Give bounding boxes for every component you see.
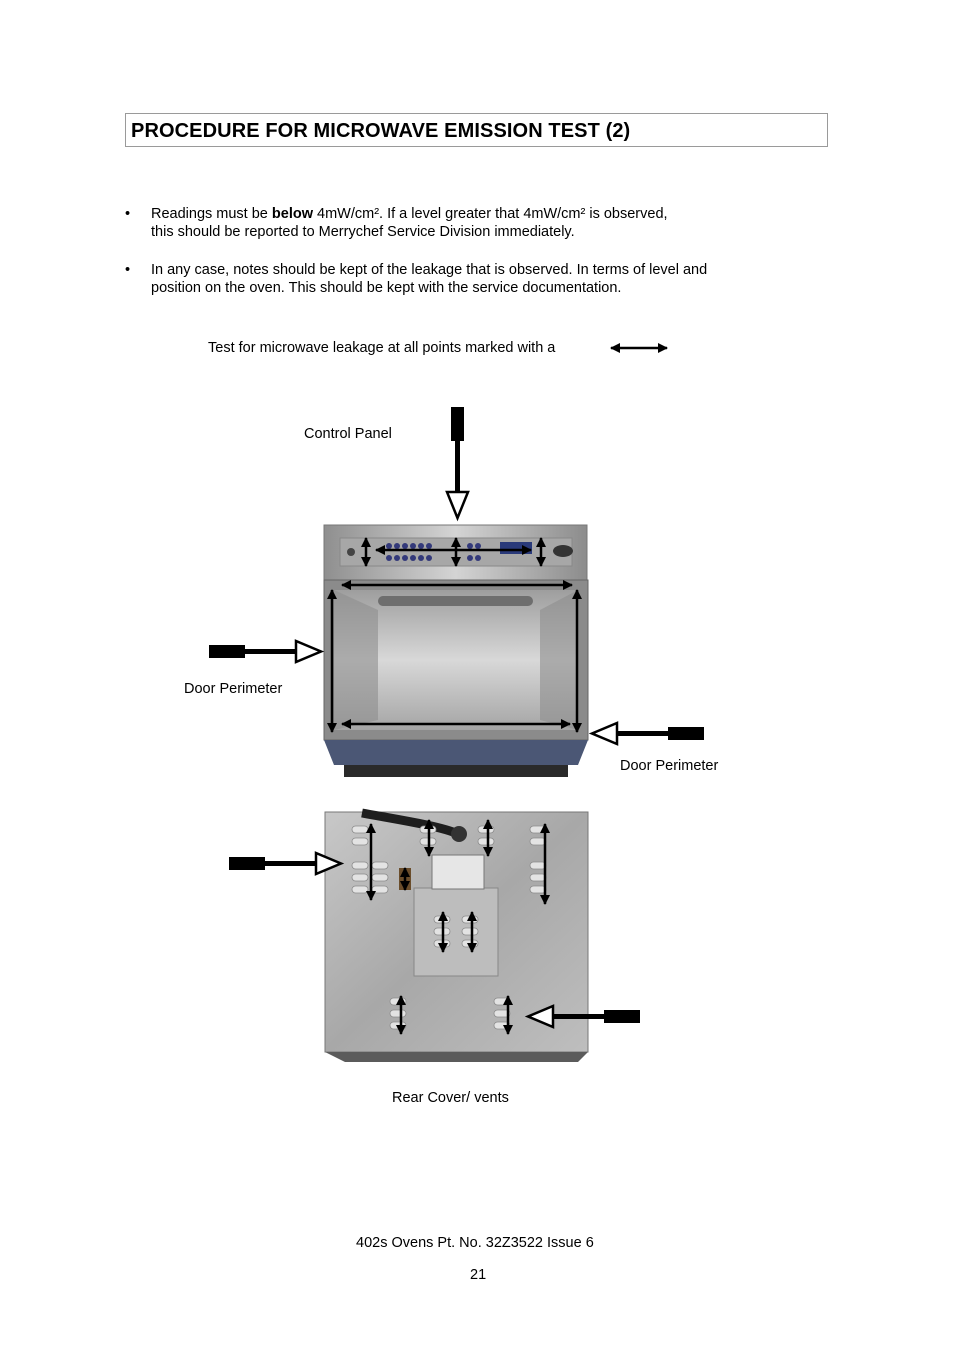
- rear-cover-label: Rear Cover/ vents: [392, 1090, 509, 1106]
- door-perimeter-label-left: Door Perimeter: [184, 681, 283, 697]
- bullet-item-notes: • In any case, notes should be kept of t…: [125, 261, 708, 297]
- bullet-line: position on the oven. This should be kep…: [151, 280, 622, 296]
- bullet-marker: •: [125, 262, 131, 278]
- bullet-item-readings: • Readings must be below 4mW/cm². If a l…: [125, 205, 668, 241]
- instruction-text: Test for microwave leakage at all points…: [208, 340, 556, 356]
- door-perimeter-pointer-arrow-left-icon: [209, 639, 325, 664]
- page-title: PROCEDURE FOR MICROWAVE EMISSION TEST (2…: [131, 120, 631, 142]
- bullet-text: 4mW/cm². If a level greater that 4mW/cm²…: [313, 206, 668, 222]
- door-perimeter-label-right: Door Perimeter: [620, 758, 719, 774]
- bullet-line: In any case, notes should be kept of the…: [151, 262, 708, 278]
- control-panel-pointer-arrow-icon: [445, 407, 470, 522]
- bullet-line: this should be reported to Merrychef Ser…: [151, 224, 575, 240]
- bullet-line: Readings must be below 4mW/cm². If a lev…: [151, 205, 668, 223]
- bullet-marker: •: [125, 206, 131, 222]
- control-panel-label: Control Panel: [304, 426, 392, 442]
- door-perimeter-pointer-arrow-right-icon: [588, 721, 704, 746]
- footer-doc-ref: 402s Ovens Pt. No. 32Z3522 Issue 6: [356, 1235, 594, 1251]
- bullet-bold-text: below: [271, 206, 313, 222]
- rear-pointer-arrow-left-icon: [229, 851, 345, 876]
- rear-leakage-test-arrows: [366, 819, 550, 1035]
- page-number: 21: [470, 1267, 487, 1283]
- rear-pointer-arrow-right-icon: [524, 1004, 640, 1029]
- section-title-box: PROCEDURE FOR MICROWAVE EMISSION TEST (2…: [125, 113, 828, 147]
- bullet-text: Readings must be: [151, 206, 272, 222]
- front-leakage-test-arrows: [327, 537, 582, 733]
